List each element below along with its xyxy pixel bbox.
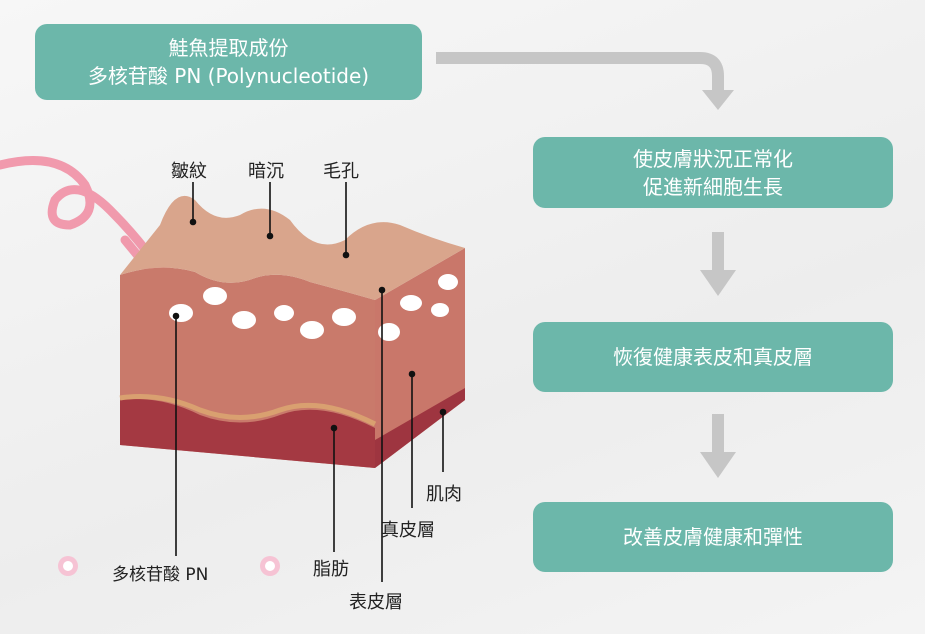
step-box-2: 恢復健康表皮和真皮層 xyxy=(533,322,893,392)
step1-line2: 促進新細胞生長 xyxy=(643,174,783,199)
label-dermis: 真皮層 xyxy=(381,520,435,541)
step1-line1: 使皮膚狀況正常化 xyxy=(633,146,793,171)
source-line2: 多核苷酸 PN (Polynucleotide) xyxy=(87,64,370,88)
sparkles xyxy=(58,556,280,576)
label-dullness: 暗沉 xyxy=(248,161,284,182)
label-fat: 脂肪 xyxy=(313,559,349,580)
flow-arrow-1 xyxy=(700,232,736,296)
label-pn: 多核苷酸 PN xyxy=(112,565,209,585)
label-wrinkles: 皺紋 xyxy=(171,161,207,182)
step-box-1: 使皮膚狀況正常化 促進新細胞生長 xyxy=(533,137,893,208)
step3-line1: 改善皮膚健康和彈性 xyxy=(623,525,803,549)
flow-arrow-2 xyxy=(700,414,736,478)
source-line1: 鮭魚提取成份 xyxy=(168,36,289,60)
label-pores: 毛孔 xyxy=(323,161,359,182)
pink-swirl-arrow xyxy=(0,156,165,275)
step2-line1: 恢復健康表皮和真皮層 xyxy=(613,345,813,369)
label-epidermis: 表皮層 xyxy=(349,592,403,613)
step-box-3: 改善皮膚健康和彈性 xyxy=(533,502,893,572)
source-box: 鮭魚提取成份 多核苷酸 PN (Polynucleotide) xyxy=(35,24,422,100)
skin-cross-section xyxy=(119,182,465,582)
label-muscle: 肌肉 xyxy=(426,484,462,505)
flow-arrow-top xyxy=(436,52,734,110)
